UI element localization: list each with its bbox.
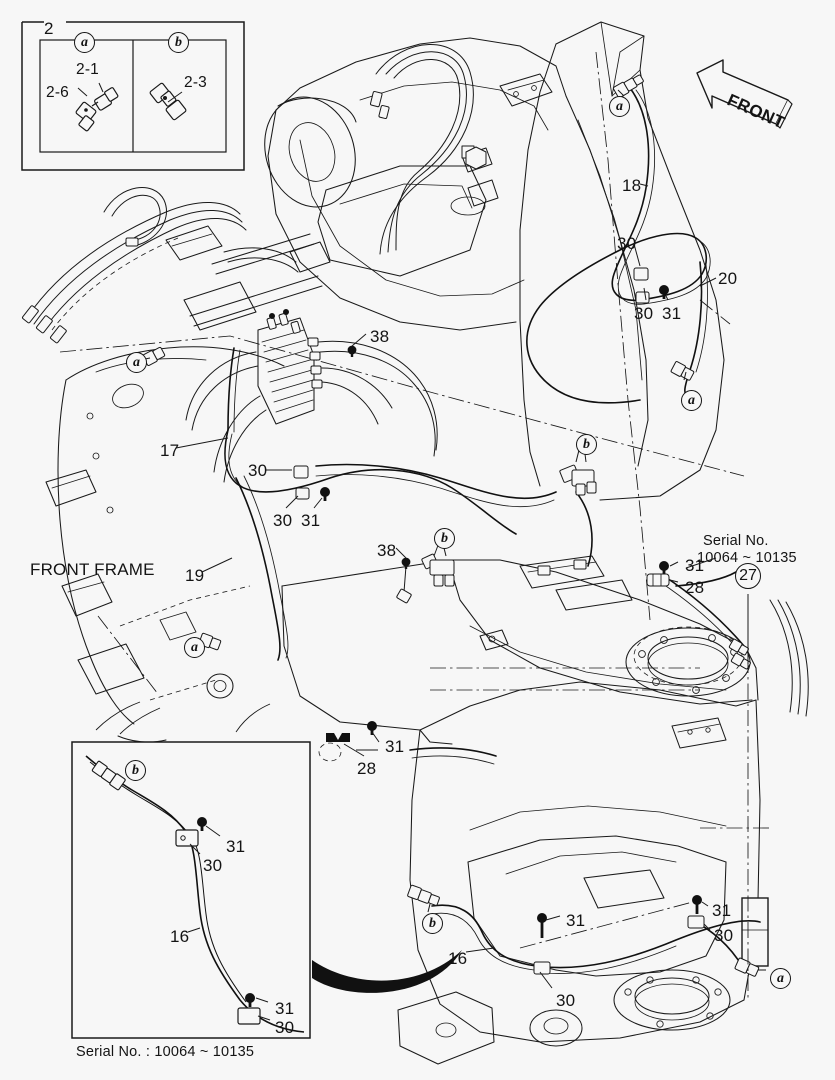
callout-30-main-4: 30 xyxy=(634,304,654,323)
callout-31-main-18: 31 xyxy=(685,556,705,575)
detail-panel-key-a: a xyxy=(74,32,95,53)
callout-31-inset-4: 31 xyxy=(275,999,295,1018)
callout-19-main-14: 19 xyxy=(185,566,205,585)
callout-30-inset-5: 30 xyxy=(275,1018,295,1037)
callout-31-main-5: 31 xyxy=(662,304,682,323)
callout-30-main-11: 30 xyxy=(248,461,268,480)
callout-28-main-21: 28 xyxy=(357,759,377,778)
inset-pointer-swoosh xyxy=(312,950,462,993)
balloon-27: 27 xyxy=(735,563,761,589)
callout-2-3: 2-3 xyxy=(184,74,208,91)
hydraulic-tubes xyxy=(224,87,761,974)
serial-note-line1: Serial No. xyxy=(703,533,769,549)
front-frame-body xyxy=(45,346,285,743)
callout-a-main-28: a xyxy=(770,968,791,989)
upper-structure xyxy=(59,21,745,621)
callout-16-main-23: 16 xyxy=(448,949,468,968)
callout-b-main-7: b xyxy=(576,434,597,455)
callout-31-main-24: 31 xyxy=(566,911,586,930)
callout-31-main-26: 31 xyxy=(712,901,732,920)
detail-box-group-number: 2 xyxy=(44,19,54,38)
detail-panel-key-b: b xyxy=(168,32,189,53)
callout-b-main-16: b xyxy=(434,528,455,549)
serial-note-line2: 10064 ~ 10135 xyxy=(697,550,797,566)
leader-lines xyxy=(139,89,766,1000)
callout-30-main-27: 30 xyxy=(714,926,734,945)
callout-a-main-6: a xyxy=(681,390,702,411)
callout-31-main-20: 31 xyxy=(385,737,405,756)
callout-30-main-2: 30 xyxy=(617,234,637,253)
callout-31-main-13: 31 xyxy=(301,511,321,530)
callout-38-main-15: 38 xyxy=(377,541,397,560)
left-hose-bundle xyxy=(22,187,247,344)
callout-20-main-3: 20 xyxy=(718,269,738,288)
callout-b-inset-0: b xyxy=(125,760,146,781)
callout-a-main-17: a xyxy=(184,637,205,658)
callout-30-inset-2: 30 xyxy=(203,856,223,875)
callout-16-inset-3: 16 xyxy=(170,927,190,946)
callout-18-main-1: 18 xyxy=(622,176,642,195)
front-frame-label: FRONT FRAME xyxy=(30,560,155,579)
clamps-and-fittings xyxy=(142,74,760,977)
callout-2-1: 2-1 xyxy=(76,61,100,78)
callout-31-inset-1: 31 xyxy=(226,837,246,856)
rear-frame-body xyxy=(281,555,809,1065)
callout-30-main-12: 30 xyxy=(273,511,293,530)
callout-2-6: 2-6 xyxy=(46,84,70,101)
callout-38-main-9: 38 xyxy=(370,327,390,346)
callout-a-main-8: a xyxy=(126,352,147,373)
callout-17-main-10: 17 xyxy=(160,441,180,460)
callout-b-main-22: b xyxy=(422,913,443,934)
callout-30-main-25: 30 xyxy=(556,991,576,1010)
callout-28-main-19: 28 xyxy=(685,578,705,597)
inset-caption: Serial No. : 10064 ~ 10135 xyxy=(76,1044,255,1060)
callout-a-main-0: a xyxy=(609,96,630,117)
